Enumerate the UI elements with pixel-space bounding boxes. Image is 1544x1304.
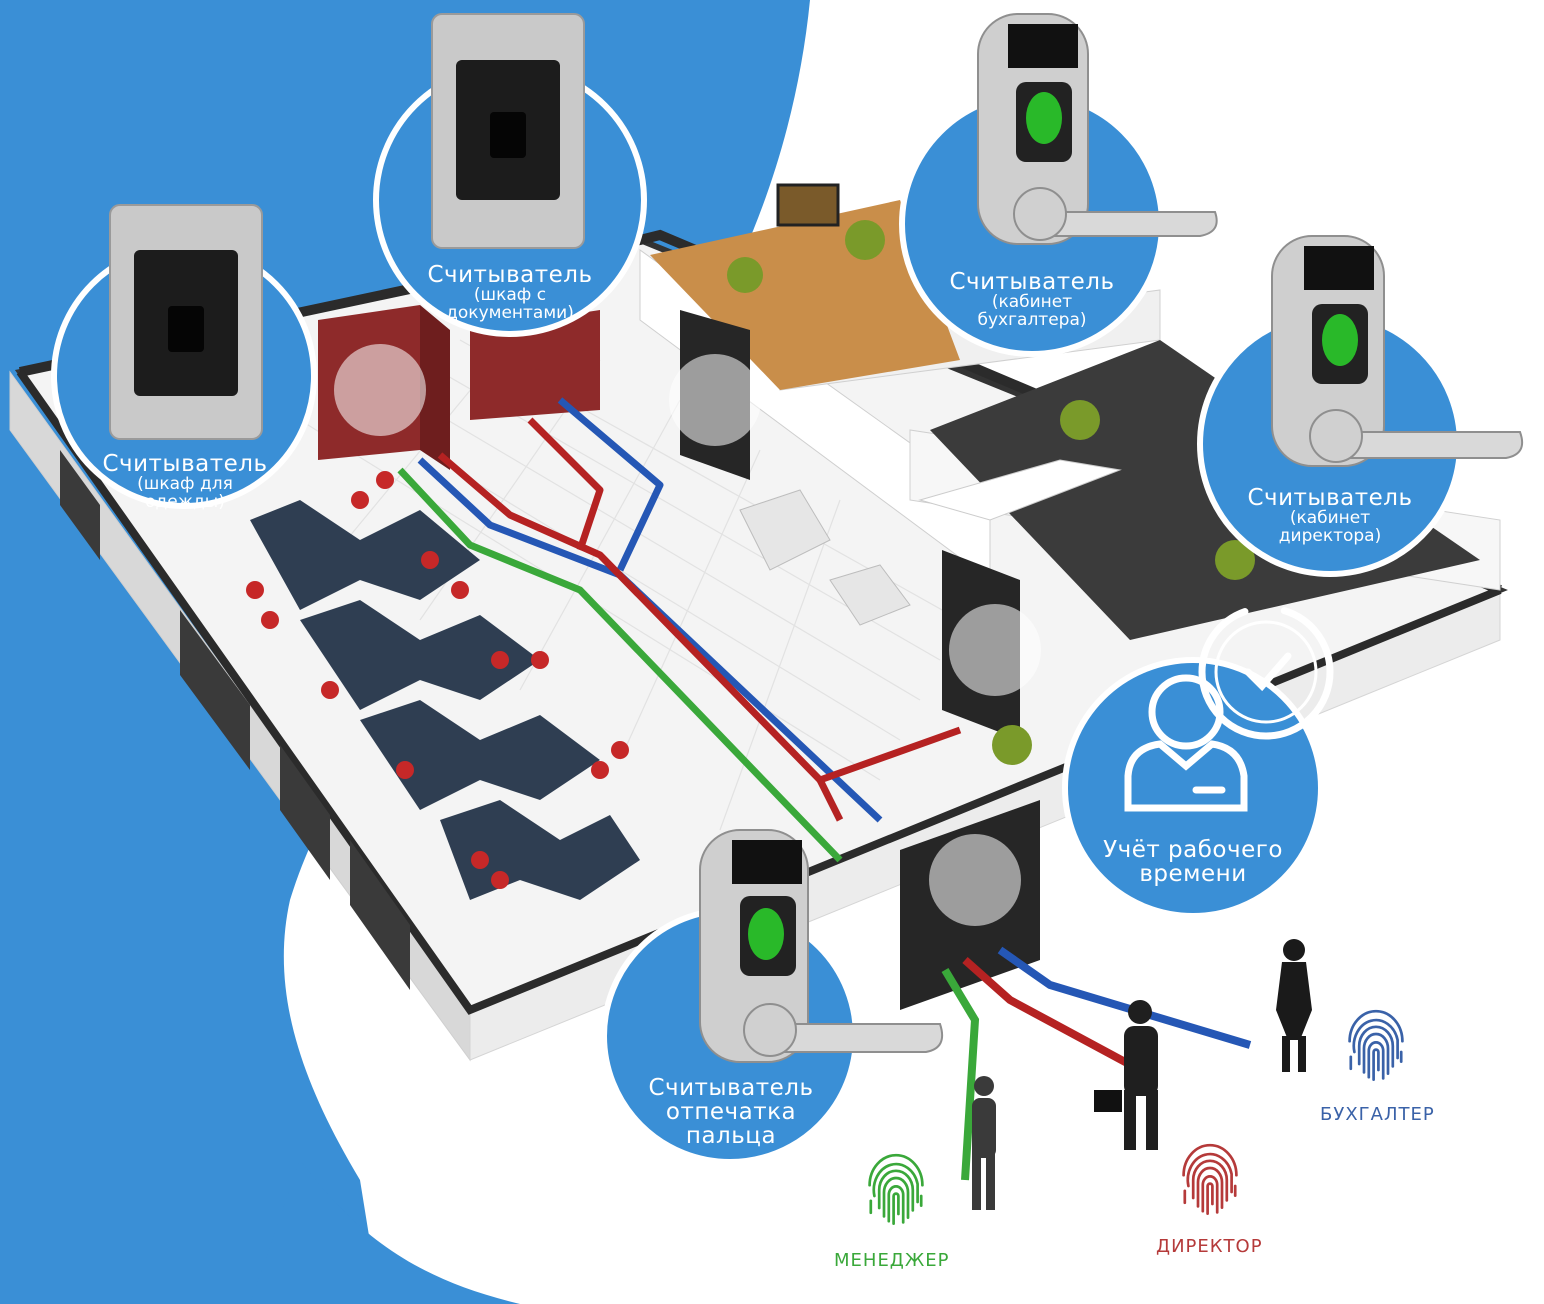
employee-clock-icon bbox=[1124, 604, 1334, 812]
front-windows bbox=[60, 450, 410, 990]
label-documents-cabinet: Считыватель (шкаф с документами) bbox=[412, 263, 608, 323]
bubble-accountant-office bbox=[899, 13, 1218, 357]
label-sub-1: (кабинет bbox=[991, 292, 1073, 313]
person-manager bbox=[972, 1076, 996, 1210]
person-accountant bbox=[1276, 939, 1312, 1072]
label-accountant-office: Считыватель (кабинет бухгалтера) bbox=[934, 270, 1130, 330]
bubble-clothes-cabinet bbox=[51, 204, 317, 509]
blue-background-bottom bbox=[250, 1160, 520, 1304]
person-director bbox=[1094, 1000, 1158, 1150]
red-entry-path bbox=[962, 957, 1142, 1074]
label-sub-2: документами) bbox=[446, 302, 574, 323]
label-title: Считыватель bbox=[949, 269, 1115, 295]
label-line-3: пальца bbox=[685, 1123, 777, 1150]
printers bbox=[739, 489, 911, 626]
red-access-branch bbox=[527, 417, 604, 552]
blue-access-branch bbox=[557, 397, 664, 572]
fingerprint-icon bbox=[868, 1153, 924, 1226]
bubble-entrance-reader bbox=[601, 829, 944, 1165]
green-access-path bbox=[397, 467, 843, 863]
red-access-path bbox=[437, 452, 962, 784]
label-line-1: Считыватель bbox=[648, 1075, 814, 1101]
door-glow bbox=[334, 344, 1041, 926]
red-branch-director bbox=[816, 778, 844, 822]
role-accountant: БУХГАЛТЕР bbox=[1320, 1104, 1435, 1125]
green-entry-path bbox=[941, 967, 980, 1181]
fingerprint-lock-icon bbox=[699, 829, 944, 1063]
label-title: Считыватель bbox=[102, 451, 268, 477]
label-line-2: отпечатка bbox=[665, 1099, 797, 1126]
label-entrance-reader: Считыватель отпечатка пальца bbox=[636, 1075, 826, 1150]
label-title: Считыватель bbox=[1247, 485, 1413, 511]
label-sub-1: (кабинет bbox=[1289, 508, 1371, 529]
office-chairs bbox=[246, 471, 629, 889]
fingerprint-icon bbox=[1182, 1143, 1238, 1216]
fingerprint-lock-icon bbox=[977, 13, 1218, 245]
fingerprint-lock-icon bbox=[1271, 235, 1524, 467]
label-sub-2: одежды) bbox=[145, 491, 225, 512]
plants bbox=[727, 220, 1255, 765]
label-sub-1: (шкаф с bbox=[473, 285, 547, 306]
blue-access-path bbox=[417, 457, 883, 823]
label-clothes-cabinet: Считыватель (шкаф для одежды) bbox=[90, 452, 280, 512]
bubble-documents-cabinet bbox=[373, 13, 647, 337]
label-line-1: Учёт рабочего bbox=[1103, 837, 1283, 863]
blue-entry-path bbox=[997, 946, 1252, 1049]
open-space-desks bbox=[250, 500, 640, 900]
bubble-time-tracking bbox=[1062, 604, 1334, 919]
label-line-2: времени bbox=[1139, 861, 1247, 888]
fingerprint-panel-icon bbox=[431, 13, 585, 249]
label-sub-1: (шкаф для bbox=[137, 474, 233, 495]
label-sub-2: директора) bbox=[1278, 525, 1382, 546]
label-time-tracking: Учёт рабочего времени bbox=[1082, 838, 1304, 886]
label-director-office: Считыватель (кабинет директора) bbox=[1232, 486, 1428, 546]
role-manager: МЕНЕДЖЕР bbox=[834, 1250, 950, 1271]
label-sub-2: бухгалтера) bbox=[977, 309, 1087, 330]
wall-picture bbox=[776, 183, 840, 227]
bubble-director-office bbox=[1197, 235, 1524, 577]
fingerprint-panel-icon bbox=[109, 204, 263, 440]
reception-desk bbox=[918, 459, 1122, 521]
label-title: Считыватель bbox=[427, 262, 593, 288]
fingerprint-icon bbox=[1348, 1009, 1404, 1082]
role-director: ДИРЕКТОР bbox=[1156, 1236, 1263, 1257]
